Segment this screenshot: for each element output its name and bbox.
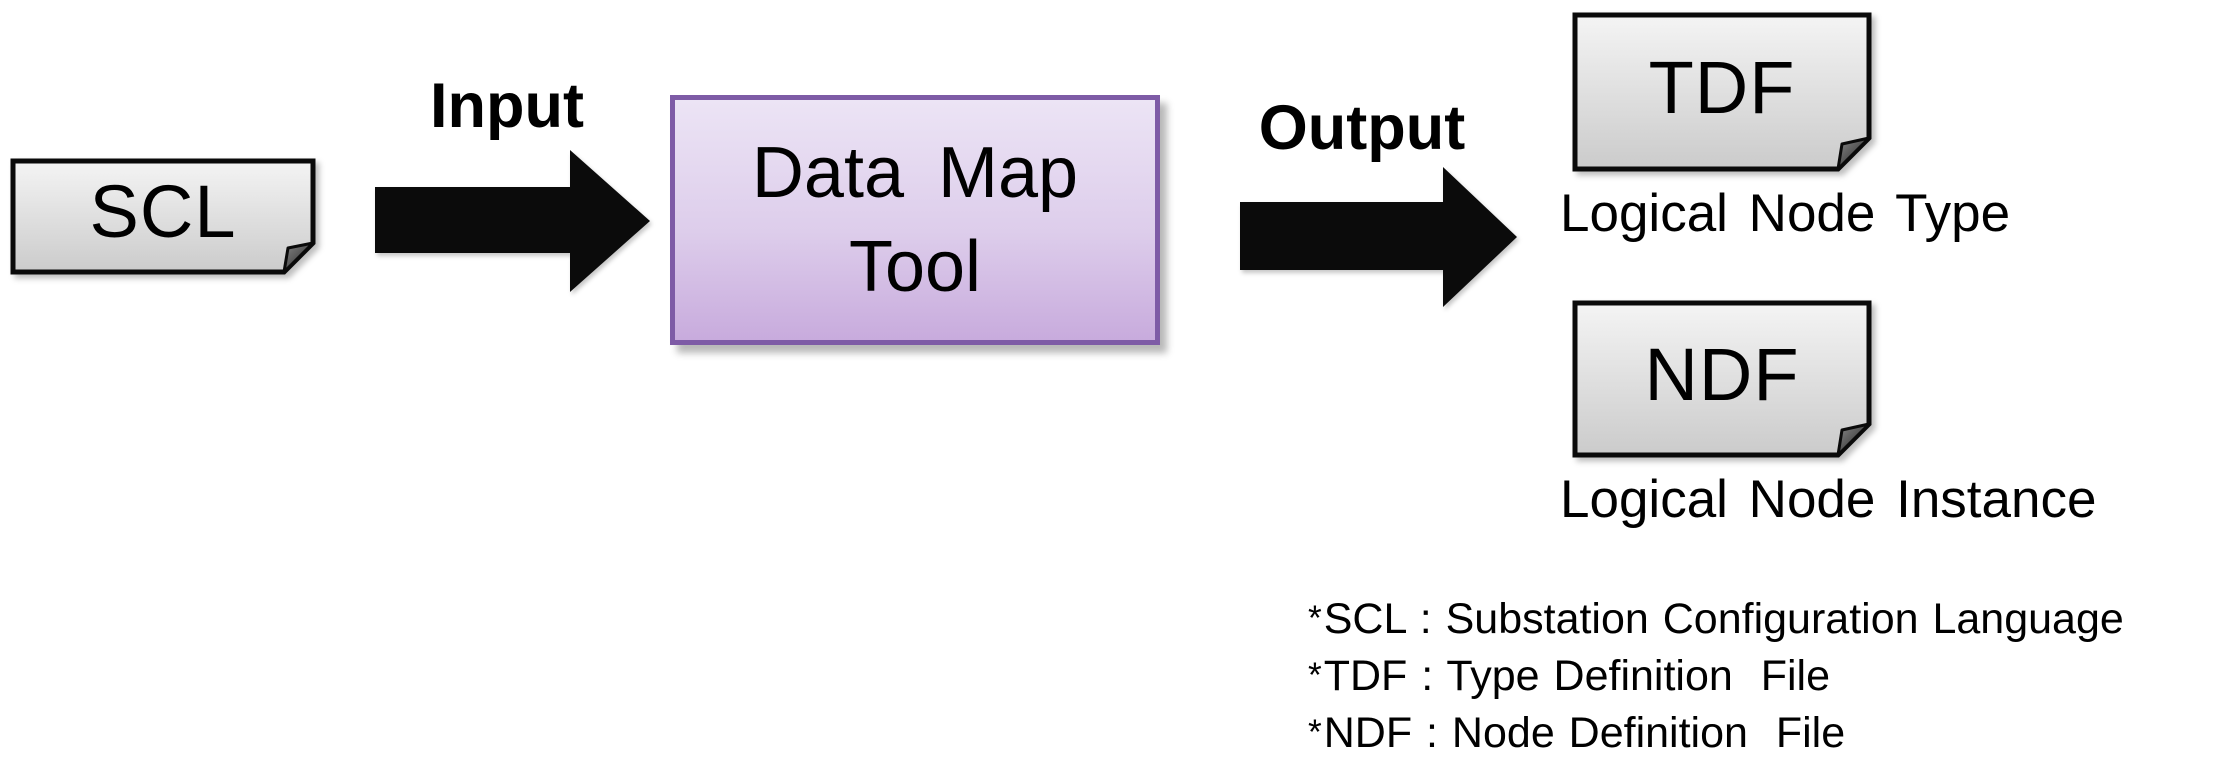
- tdf-file-node: TDF: [1572, 12, 1872, 172]
- document-shape-icon: [10, 158, 316, 275]
- output-flow-label: Output: [1258, 93, 1466, 163]
- asterisk-marker: *: [1308, 656, 1322, 696]
- scl-file-node: SCL: [10, 158, 316, 275]
- output-arrow-right-icon: [1240, 167, 1517, 307]
- asterisk-marker: *: [1308, 713, 1322, 753]
- folded-corner-icon: [282, 241, 315, 274]
- document-shape-icon: [1572, 300, 1872, 458]
- ndf-label: NDF: [1644, 332, 1800, 416]
- document-shape-icon: [1572, 12, 1872, 172]
- footnote-tdf: *TDF : Type Definition File: [1308, 649, 2213, 706]
- footnote-scl: *SCL : Substation Configuration Language: [1308, 592, 2213, 649]
- tool-label-line1: Data Map: [751, 133, 1079, 213]
- asterisk-marker: *: [1308, 599, 1322, 639]
- folded-corner-icon: [1836, 136, 1871, 171]
- ndf-file-node: NDF: [1572, 300, 1872, 458]
- folded-corner-icon: [1836, 422, 1871, 457]
- tdf-caption: Logical Node Type: [1560, 184, 2011, 243]
- data-map-tool-node: Data Map Tool: [670, 95, 1160, 345]
- scl-label: SCL: [89, 170, 237, 253]
- tool-label-line2: Tool: [848, 227, 982, 307]
- input-arrow-right-icon: [375, 150, 650, 292]
- footnote-scl-text: SCL : Substation Configuration Language: [1323, 595, 2124, 643]
- input-flow-label: Input: [430, 71, 584, 141]
- footnote-tdf-text: TDF : Type Definition File: [1323, 652, 1830, 700]
- ndf-caption: Logical Node Instance: [1560, 470, 2097, 529]
- tdf-label: TDF: [1648, 45, 1796, 129]
- footnote-ndf: *NDF : Node Definition File: [1308, 706, 2213, 763]
- footnote-legend: *SCL : Substation Configuration Language…: [1308, 592, 2213, 763]
- footnote-ndf-text: NDF : Node Definition File: [1323, 709, 1846, 757]
